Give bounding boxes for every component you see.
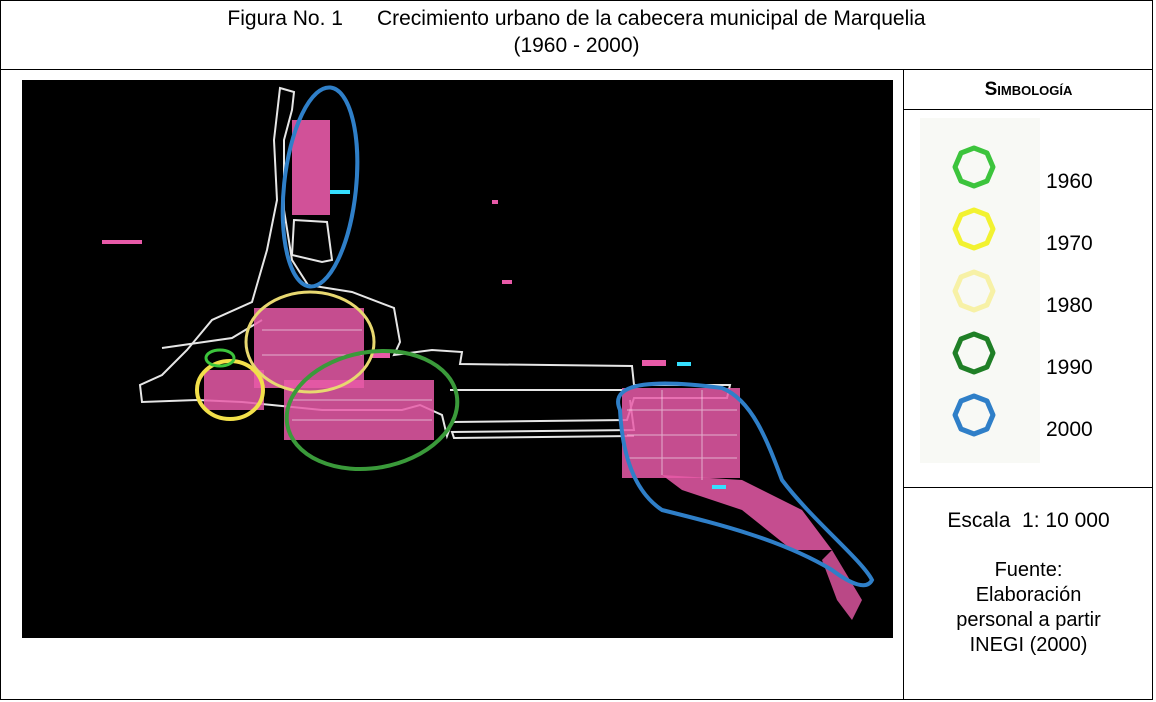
legend-year-label: 1960 — [1046, 170, 1093, 193]
legend-panel: 1960 1970 1980 1990 2000 — [904, 110, 1153, 488]
legend-ring-icon — [952, 207, 996, 251]
legend-item-1960: 1960 — [904, 144, 1153, 204]
ring-1990-center-south — [284, 348, 460, 472]
landmark-marks — [330, 190, 726, 489]
legend-year-label: 1970 — [1046, 232, 1093, 255]
figure-header: Figura No. 1 Crecimiento urbano de la cab… — [0, 0, 1153, 70]
legend-ring-icon — [952, 393, 996, 437]
ring-1960 — [204, 348, 236, 368]
legend-item-1990: 1990 — [904, 330, 1153, 390]
legend-item-1970: 1970 — [904, 206, 1153, 266]
source-line: personal a partir — [956, 609, 1101, 631]
legend-ring-icon — [952, 269, 996, 313]
legend-ring-icon — [952, 145, 996, 189]
legend-heading-text: Simbología — [984, 79, 1073, 100]
source-line: Elaboración — [975, 584, 1082, 606]
growth-rings — [195, 85, 875, 588]
legend-item-2000: 2000 — [904, 392, 1153, 452]
legend-ring-icon — [952, 331, 996, 375]
source-label: Fuente: — [994, 559, 1063, 581]
ring-1980-center — [244, 290, 376, 394]
column-divider — [903, 70, 904, 700]
figure-number: Figura No. 1 — [227, 7, 343, 30]
ring-2000-east — [616, 381, 875, 588]
street-grid — [262, 329, 737, 480]
figure-period: (1960 - 2000) — [513, 34, 640, 57]
map-source: Fuente: Elaboración personal a partir IN… — [904, 558, 1153, 658]
figure-title-text: Crecimiento urbano de la cabecera munici… — [376, 7, 926, 30]
legend-heading: Simbología — [904, 70, 1153, 110]
map-canvas — [102, 85, 875, 620]
legend-year-label: 1990 — [1046, 356, 1093, 379]
urban-growth-map — [22, 80, 893, 638]
map-scale: Escala 1: 10 000 — [947, 509, 1110, 532]
figure-title: Figura No. 1 Crecimiento urbano de la cab… — [0, 6, 1153, 32]
legend-item-1980: 1980 — [904, 268, 1153, 328]
legend-year-label: 2000 — [1046, 418, 1093, 441]
ring-2000-north — [280, 85, 360, 289]
legend-swatch-background — [920, 118, 1040, 463]
source-line: INEGI (2000) — [969, 634, 1088, 656]
legend-year-label: 1980 — [1046, 294, 1093, 317]
street-fabric — [102, 120, 862, 620]
ring-1970-west — [195, 359, 265, 421]
